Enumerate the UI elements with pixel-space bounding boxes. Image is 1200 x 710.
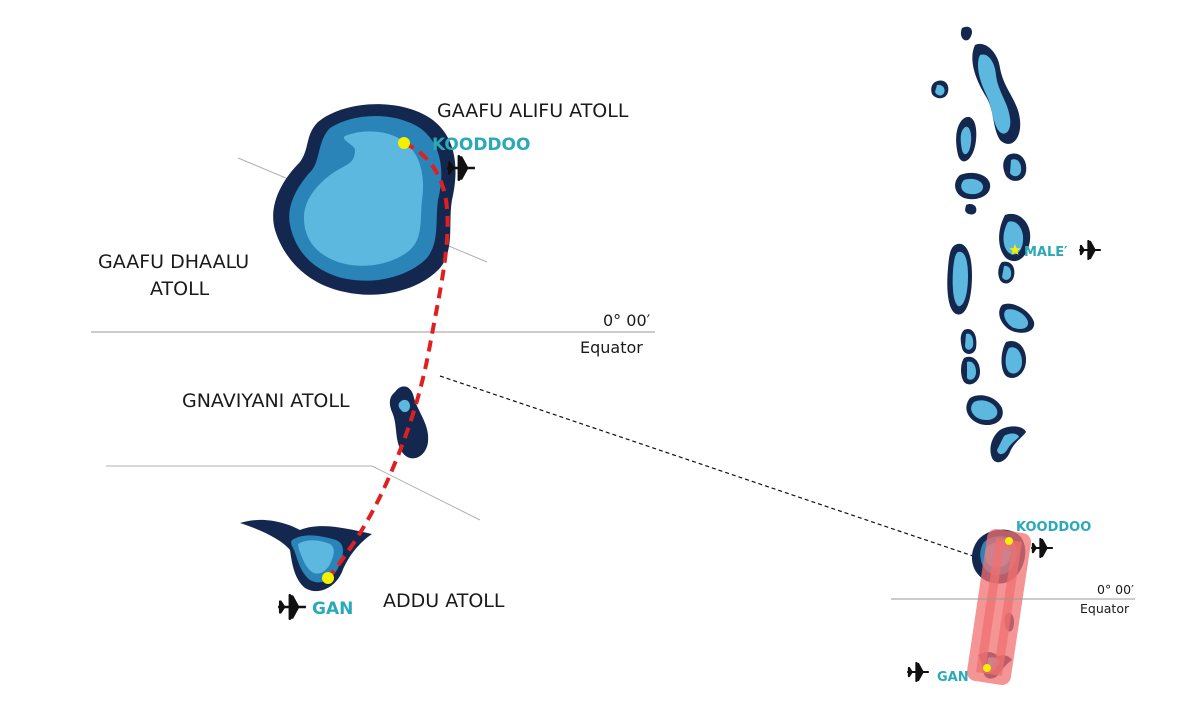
equator-label: Equator (580, 338, 643, 357)
gnaviyani-atoll-shape (389, 386, 429, 459)
addu-atoll-shape (240, 519, 372, 592)
airplane-icon (1078, 240, 1102, 260)
airplane-icon (906, 662, 930, 682)
equator-coord: 0° 00′ (603, 311, 651, 330)
flight-route (326, 141, 450, 580)
male-label: MALE′ (1024, 245, 1068, 260)
inset-kooddoo-label: KOODDOO (1016, 520, 1091, 535)
inset-equator-coord: 0° 00′ (1097, 582, 1134, 597)
kooddoo-airport-dot (398, 137, 410, 149)
gan-label: GAN (312, 599, 353, 619)
star-icon (1009, 244, 1021, 255)
inset-gan-label: GAN (937, 670, 969, 685)
grid-line-south-diagonal (371, 465, 481, 521)
gaafu-dhaalu-label-line1: GAAFU DHAALU (98, 251, 249, 273)
gaafu-atoll-shape (273, 104, 456, 295)
inset-connector (439, 375, 986, 561)
kooddoo-label: KOODDOO (432, 135, 530, 155)
route-highlight-band (967, 529, 1031, 685)
addu-label: ADDU ATOLL (383, 590, 505, 612)
airplane-icon (1030, 538, 1054, 558)
gaafu-alifu-label: GAAFU ALIFU ATOLL (437, 100, 629, 122)
inset-kooddoo-dot (1005, 537, 1013, 545)
maldives-inset-atolls (931, 26, 1035, 679)
gan-airport-dot (322, 572, 334, 584)
airplane-icon (277, 594, 307, 620)
gaafu-dhaalu-label-line2: ATOLL (150, 278, 210, 300)
inset-equator-label: Equator (1080, 601, 1130, 616)
gnaviyani-label: GNAVIYANI ATOLL (182, 390, 350, 412)
inset-gan-dot (983, 664, 991, 672)
